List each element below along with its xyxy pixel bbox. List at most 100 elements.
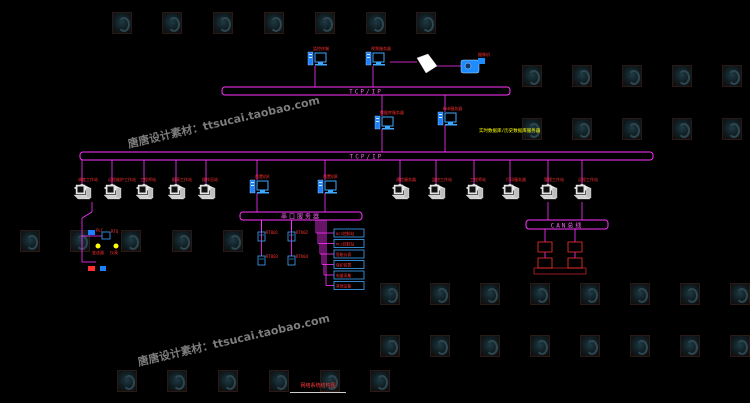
watermark-tile <box>380 283 400 305</box>
can-bus-label: CAN总线 <box>551 221 584 229</box>
client-right-1-screen <box>431 186 438 193</box>
watermark-tile <box>572 118 592 140</box>
db-server-monitor <box>381 116 394 127</box>
watermark-tile <box>522 118 542 140</box>
frontend-b-keyboard <box>325 192 337 194</box>
watermark-tile <box>572 65 592 87</box>
frontend-a-monitor <box>256 180 269 191</box>
module-box-0 <box>333 228 365 238</box>
frontend-a-keyboard <box>257 192 269 194</box>
client-right-1-label: 监控工作站 <box>432 176 452 182</box>
monitor-terminal-tower-bay <box>309 54 312 55</box>
watermark-tile <box>70 230 90 252</box>
upper-bus-label: TCP/IP <box>349 88 383 95</box>
watermark-tile <box>366 12 386 34</box>
lower-bus <box>79 151 654 161</box>
module-label-0: DCS控制站 <box>336 231 354 236</box>
caption-underline <box>290 392 346 393</box>
watermark-tile <box>380 335 400 357</box>
watermark-tile <box>218 370 238 392</box>
client-left-1-case <box>115 187 122 199</box>
web-server-tower-bay <box>439 117 442 118</box>
serial-bus <box>239 211 363 221</box>
watermark-tile <box>162 12 182 34</box>
client-left-2-case <box>147 187 154 199</box>
web-server-tower <box>437 111 444 126</box>
client-left-0-screen <box>77 186 84 193</box>
client-right-0-label: 通信服务器 <box>396 176 416 182</box>
field-node-b <box>100 266 106 271</box>
field-plc <box>88 230 95 235</box>
client-right-4-case <box>551 187 558 199</box>
video-server-label: 视频服务器 <box>371 45 391 51</box>
watermark-tile <box>580 283 600 305</box>
watermark-tile <box>112 12 132 34</box>
client-right-3-screen <box>505 186 512 193</box>
watermark-tile <box>722 65 742 87</box>
can-node-1 <box>567 241 583 253</box>
watermark-tile <box>315 12 335 34</box>
camera-top <box>478 58 485 64</box>
rtu-device-3 <box>287 255 296 266</box>
client-left-3-case <box>179 187 186 199</box>
client-right-2-screen <box>469 186 476 193</box>
client-left-1-screen <box>107 186 114 193</box>
client-left-3-screen <box>171 186 178 193</box>
link-field-2 <box>81 211 93 219</box>
field-label-0: PLC <box>96 228 104 233</box>
camera-lens <box>464 62 472 70</box>
module-box-5 <box>333 281 365 290</box>
field-transmitter <box>95 243 101 249</box>
client-right-3-case <box>513 187 520 199</box>
monitor-terminal-tower-bay <box>309 57 312 58</box>
diagram-caption: 网络系统结构图 <box>300 383 336 389</box>
frontend-a-tower-bay <box>251 182 254 183</box>
video-wall-panel <box>416 53 438 74</box>
client-left-0-label: 调度工作站 <box>78 176 98 182</box>
client-left-4-screen <box>201 186 208 193</box>
frontend-a-stand <box>260 190 265 192</box>
field-node-a <box>88 266 95 271</box>
watermark-tile <box>213 12 233 34</box>
module-label-5: 其他设备 <box>336 284 351 289</box>
frontend-b-tower-bay <box>319 182 322 183</box>
frontend-a-tower <box>249 179 256 194</box>
watermark-tile <box>522 65 542 87</box>
client-right-5-case <box>585 187 592 199</box>
watermark-tile <box>370 370 390 392</box>
client-left-4-label: 操作员站 <box>202 176 218 182</box>
watermark-tile <box>20 230 40 252</box>
rtu-label-0: RTU01 <box>266 230 279 235</box>
client-left-3-label: 报表工作站 <box>172 176 192 182</box>
field-rtu <box>101 231 111 240</box>
frontend-b-monitor <box>324 180 337 191</box>
can-node-2 <box>537 257 553 269</box>
watermark-tile <box>530 283 550 305</box>
watermark-tile <box>622 65 642 87</box>
watermark-tile <box>672 65 692 87</box>
watermark-tile <box>172 230 192 252</box>
watermark-tile <box>430 283 450 305</box>
field-label-2: 变送器 <box>92 249 104 255</box>
web-server-monitor <box>444 112 457 123</box>
watermark-tile <box>480 283 500 305</box>
db-server-stand <box>385 126 390 128</box>
client-left-2-screen <box>139 186 146 193</box>
rtu-label-2: RTU03 <box>266 254 279 259</box>
watermark-tile <box>630 335 650 357</box>
module-label-4: 电量采集 <box>336 273 351 278</box>
can-node-3 <box>567 257 583 269</box>
web-server-label: Web服务器 <box>443 105 462 111</box>
watermark-tile <box>430 335 450 357</box>
client-left-4-case <box>209 187 216 199</box>
rtu-device-1 <box>287 231 296 242</box>
module-label-2: 智能仪表 <box>336 252 351 257</box>
rtu-device-0 <box>257 231 266 242</box>
server-note: 实时数据库/历史数据库服务器 <box>479 127 541 134</box>
client-right-3-label: 打印服务器 <box>506 176 526 182</box>
monitor-terminal-tower <box>307 51 314 66</box>
watermark-tile <box>680 283 700 305</box>
monitor-terminal-label: 监控终端 <box>313 45 329 51</box>
video-server-tower <box>365 51 372 66</box>
watermark-tile <box>580 335 600 357</box>
